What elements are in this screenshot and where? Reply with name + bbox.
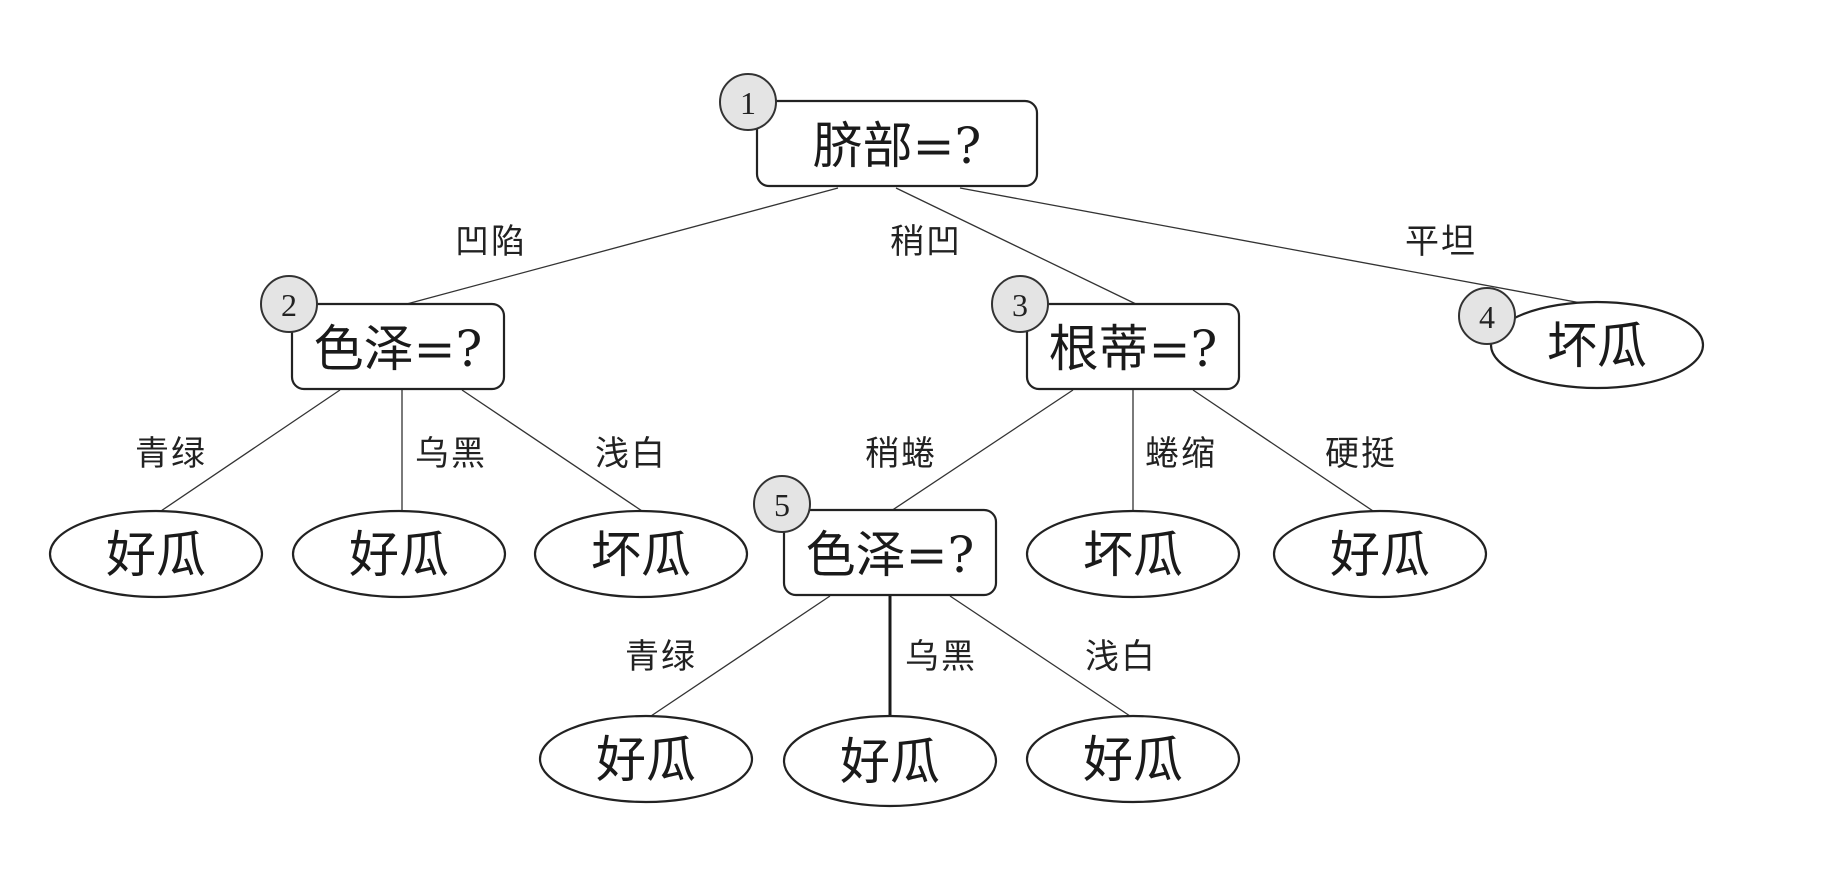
- decision-node-3: 根蒂=? 3: [991, 275, 1241, 391]
- edge-label-root-to-node4: 平坦: [1405, 222, 1477, 262]
- node-number-5: 5: [774, 487, 790, 523]
- decision-node-5-box: [782, 508, 998, 597]
- leaf-node2-c-ellipse: [533, 509, 749, 599]
- edge-label-root-to-node3: 稍凹: [890, 222, 962, 262]
- leaf-node2-c: 坏瓜: [533, 509, 749, 599]
- decision-node-3-box: [1025, 302, 1241, 391]
- leaf-node5-b: 好瓜: [782, 714, 998, 808]
- tree-edges: [157, 187, 1593, 719]
- leaf-node3-c-label: 好瓜: [1330, 526, 1430, 584]
- leaf-node5-b-ellipse: [782, 714, 998, 808]
- edge-labels: 凹陷 稍凹 平坦 青绿 乌黑 浅白 稍蜷 蜷缩 硬挺 青绿 乌黑 浅白: [135, 222, 1477, 677]
- decision-node-2-box: [290, 302, 506, 391]
- leaf-node5-b-label: 好瓜: [840, 733, 940, 791]
- decision-node-4-label: 坏瓜: [1547, 317, 1647, 375]
- edge-node3-to-node5: [887, 389, 1074, 514]
- decision-node-3-label: 根蒂=?: [1049, 320, 1218, 378]
- node-number-3: 3: [1012, 287, 1028, 323]
- edge-label-node5-to-leaf-a: 青绿: [625, 637, 697, 677]
- node-number-badge-2: [260, 275, 318, 333]
- node-number-badge-1: [719, 73, 777, 131]
- edge-label-root-to-node2: 凹陷: [455, 222, 527, 262]
- node-number-badge-4: [1458, 287, 1516, 345]
- leaf-node2-c-label: 坏瓜: [591, 526, 691, 584]
- leaf-node3-b-label: 坏瓜: [1083, 526, 1183, 584]
- leaf-node5-c: 好瓜: [1025, 714, 1241, 804]
- leaf-node2-b: 好瓜: [291, 509, 507, 599]
- edge-label-node2-to-leaf-c: 浅白: [595, 434, 667, 474]
- node-number-2: 2: [281, 287, 297, 323]
- leaf-node3-b-ellipse: [1025, 509, 1241, 599]
- decision-node-1-label: 脐部=?: [813, 117, 982, 175]
- leaf-node2-b-label: 好瓜: [349, 526, 449, 584]
- edge-node2-to-leaf-c: [461, 389, 646, 514]
- leaf-node5-a-ellipse: [538, 714, 754, 804]
- node-number-badge-3: [991, 275, 1049, 333]
- decision-node-4-ellipse: [1489, 300, 1705, 390]
- edge-node2-to-leaf-a: [157, 389, 341, 514]
- decision-node-5: 色泽=? 5: [753, 475, 998, 597]
- edge-label-node2-to-leaf-a: 青绿: [135, 434, 207, 474]
- node-number-4: 4: [1479, 299, 1495, 335]
- leaf-node2-a: 好瓜: [48, 509, 264, 599]
- leaf-node2-a-label: 好瓜: [106, 526, 206, 584]
- node-number-1: 1: [740, 85, 756, 121]
- edge-node5-to-leaf-a: [647, 595, 831, 719]
- leaf-node3-c-ellipse: [1272, 509, 1488, 599]
- edge-root-to-node2: [402, 187, 839, 306]
- edge-root-to-node4: [959, 187, 1593, 306]
- edge-label-node3-to-leaf-b: 蜷缩: [1145, 434, 1217, 474]
- leaf-node2-b-ellipse: [291, 509, 507, 599]
- decision-node-1-box: [755, 99, 1039, 188]
- edge-label-node5-to-leaf-b: 乌黑: [905, 637, 977, 677]
- edge-label-node3-to-leaf-c: 硬挺: [1325, 434, 1397, 474]
- decision-node-2-label: 色泽=?: [314, 320, 483, 378]
- leaf-node3-c: 好瓜: [1272, 509, 1488, 599]
- decision-node-5-label: 色泽=?: [806, 526, 975, 584]
- edge-label-node2-to-leaf-b: 乌黑: [415, 434, 487, 474]
- leaf-node5-a-label: 好瓜: [596, 731, 696, 789]
- leaf-node5-c-ellipse: [1025, 714, 1241, 804]
- edge-node5-to-leaf-c: [949, 595, 1134, 719]
- node-number-badge-5: [753, 475, 811, 533]
- leaf-node5-a: 好瓜: [538, 714, 754, 804]
- edge-node3-to-leaf-c: [1192, 389, 1377, 514]
- decision-node-4: 坏瓜 4: [1458, 287, 1705, 390]
- leaf-node5-c-label: 好瓜: [1083, 731, 1183, 789]
- decision-node-1: 脐部=? 1: [719, 73, 1039, 188]
- edge-label-node3-to-node5: 稍蜷: [865, 434, 937, 474]
- edge-label-node5-to-leaf-c: 浅白: [1085, 637, 1157, 677]
- leaf-node2-a-ellipse: [48, 509, 264, 599]
- edge-root-to-node3: [895, 187, 1139, 306]
- leaf-node3-b: 坏瓜: [1025, 509, 1241, 599]
- decision-node-2: 色泽=? 2: [260, 275, 506, 391]
